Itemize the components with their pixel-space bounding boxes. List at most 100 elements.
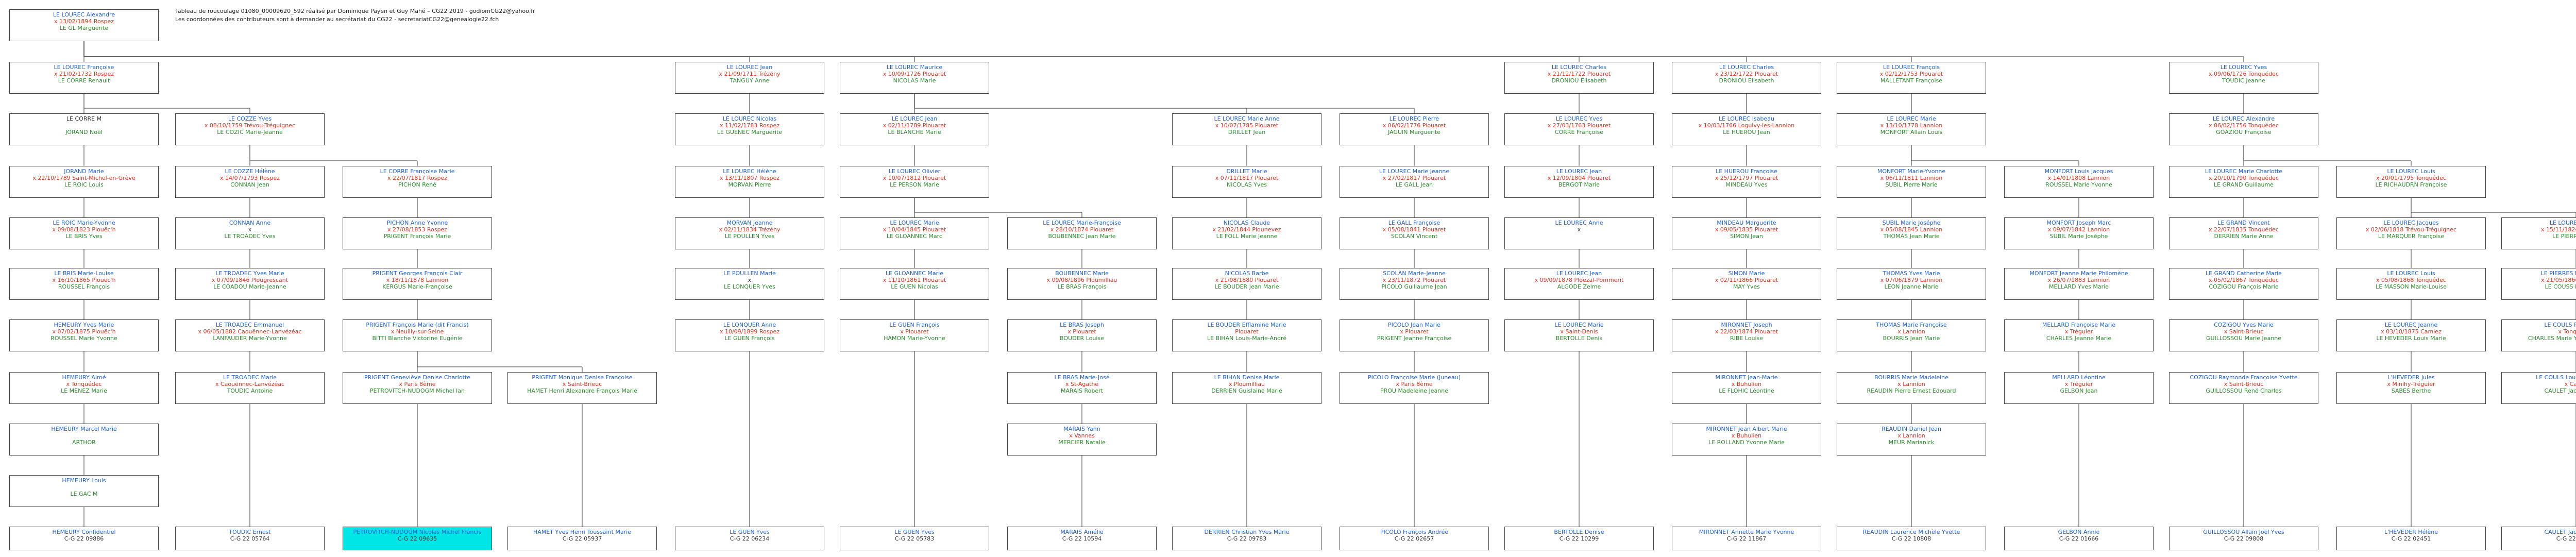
spouse-name: LE LONQUER Yves bbox=[724, 283, 775, 290]
person-name: LE BOUDER Efflamine Marie bbox=[1207, 322, 1286, 328]
event-line: x Neuilly-sur-Seine bbox=[391, 328, 444, 335]
spouse-name: BOUBENNEC Jean Marie bbox=[1048, 233, 1116, 240]
spouse-name: CORRE Françoise bbox=[1554, 129, 1604, 136]
event-line: x 23/12/1722 Plouaret bbox=[1715, 71, 1778, 77]
event-line: x 05/08/1845 Lannion bbox=[1880, 226, 1943, 233]
event-line: x Plouaret bbox=[1067, 328, 1096, 335]
event-line: x 06/05/1882 Caouënnec-Lanvézéac bbox=[198, 328, 302, 335]
spouse-name: CHARLES Jeanne Marie bbox=[2046, 335, 2112, 342]
person-name: MIRONNET Annette Marie Yvonne bbox=[1699, 529, 1794, 535]
spouse-name: BITTI Blanche Victorine Eugénie bbox=[372, 335, 463, 342]
person-name: LE GALL Françoise bbox=[1388, 220, 1440, 226]
event-line: Plouaret bbox=[1235, 328, 1259, 335]
person-name: LE LOUREC Louis bbox=[2387, 168, 2435, 175]
person-name: LE COZZE Yves bbox=[228, 115, 272, 122]
event-line: x Paris 8ème bbox=[399, 381, 436, 387]
spouse-name: TOUDIC Antoine bbox=[227, 387, 273, 394]
person-name: LE TROADEC Marie bbox=[223, 374, 277, 381]
event-line: x Plouaret bbox=[900, 328, 929, 335]
spouse-name: PROU Madeleine Jeanne bbox=[1380, 387, 1449, 394]
event-line: x 02/06/1818 Trévou-Tréguignec bbox=[2365, 226, 2457, 233]
spouse-name: PICOLO Guillaume Jean bbox=[1381, 283, 1447, 290]
person-name: PICOLO Françoise Marie (Juneau) bbox=[1367, 374, 1461, 381]
person-name: HEMEURY Marcel Marie bbox=[51, 426, 117, 432]
person-name: MARAIS Amélie bbox=[1060, 529, 1104, 535]
person-name: BOUBENNEC Marie bbox=[1055, 270, 1109, 277]
event-line: x Minihy-Tréguier bbox=[2387, 381, 2435, 387]
spouse-name: KERGUS Marie-Françoise bbox=[382, 283, 452, 290]
event-line: x 16/10/1865 Plouëc'h bbox=[52, 277, 116, 283]
event-line: x 27/02/1817 Plouaret bbox=[1382, 175, 1446, 181]
person-name: LE GLOANNEC Marie bbox=[886, 270, 943, 277]
event-line: x Lannion bbox=[1897, 381, 1925, 387]
spouse-name: DERRIEN Guislaine Marie bbox=[1211, 387, 1282, 394]
person-name: MORVAN Jeanne bbox=[726, 220, 773, 226]
spouse-name: LE GALL Jean bbox=[1395, 181, 1433, 188]
person-name: LE BRAS Joseph bbox=[1060, 322, 1104, 328]
event-line: x Vannes bbox=[1069, 432, 1095, 439]
event-line: x Buhulien bbox=[1731, 432, 1762, 439]
spouse-name: LANFAUDER Marie-Yvonne bbox=[213, 335, 287, 342]
event-line: x bbox=[1577, 226, 1581, 233]
person-name: PRIGENT Georges François Clair bbox=[372, 270, 463, 277]
person-name: COZIGOU Raymonde Françoise Yvette bbox=[2190, 374, 2298, 381]
person-name: L'HEVEDER Hélène bbox=[2384, 529, 2438, 535]
person-name: LE LOUREC Yves bbox=[2220, 64, 2267, 71]
spouse-name: GUILLOSSOU René Charles bbox=[2206, 387, 2282, 394]
header-line-1: Tableau de roucoulage 01080_00009620_592… bbox=[175, 8, 535, 14]
person-name: LE LOUREC Maurice bbox=[886, 64, 943, 71]
spouse-name: BOURRIS Jean Marie bbox=[1883, 335, 1940, 342]
event-line: x Lannion bbox=[1897, 328, 1925, 335]
person-name: HEMEURY Aimé bbox=[62, 374, 106, 381]
spouse-name: LE BRIS Yves bbox=[65, 233, 103, 240]
event-line: x 06/11/1811 Lannion bbox=[1880, 175, 1943, 181]
person-name: PETROVITCH-NUDOGM Nicolas Michel Francis bbox=[353, 529, 482, 535]
person-name: LE LOUREC Pierre bbox=[1389, 115, 1439, 122]
spouse-name: MONFORT Allain Louis bbox=[1880, 129, 1943, 136]
person-name: LE COULS Pierre Marie bbox=[2544, 322, 2576, 328]
spouse-name: SUBIL Pierre Marie bbox=[1885, 181, 1938, 188]
person-name: MONFORT Louis Jacques bbox=[2044, 168, 2113, 175]
event-line: x 07/02/1875 Plouëc'h bbox=[52, 328, 116, 335]
event-line: x Ploumilliau bbox=[1228, 381, 1265, 387]
person-name: LE GRAND Catherine Marie bbox=[2206, 270, 2282, 277]
spouse-name: RIBE Louise bbox=[1730, 335, 1764, 342]
event-line: x 07/06/1879 Lannion bbox=[1880, 277, 1943, 283]
event-line: C-G 22 10808 bbox=[1891, 535, 1931, 542]
spouse-name: TOUDIC Jeanne bbox=[2222, 77, 2265, 84]
spouse-name: MALLETANT Françoise bbox=[1880, 77, 1943, 84]
event-line: x 03/10/1875 Camlez bbox=[2381, 328, 2442, 335]
person-name: LE LONQUER Anne bbox=[723, 322, 776, 328]
event-line: x 09/05/1835 Plouaret bbox=[1715, 226, 1778, 233]
spouse-name: BOUDER Louise bbox=[1060, 335, 1104, 342]
person-name: PICOLO Jean Marie bbox=[1388, 322, 1440, 328]
